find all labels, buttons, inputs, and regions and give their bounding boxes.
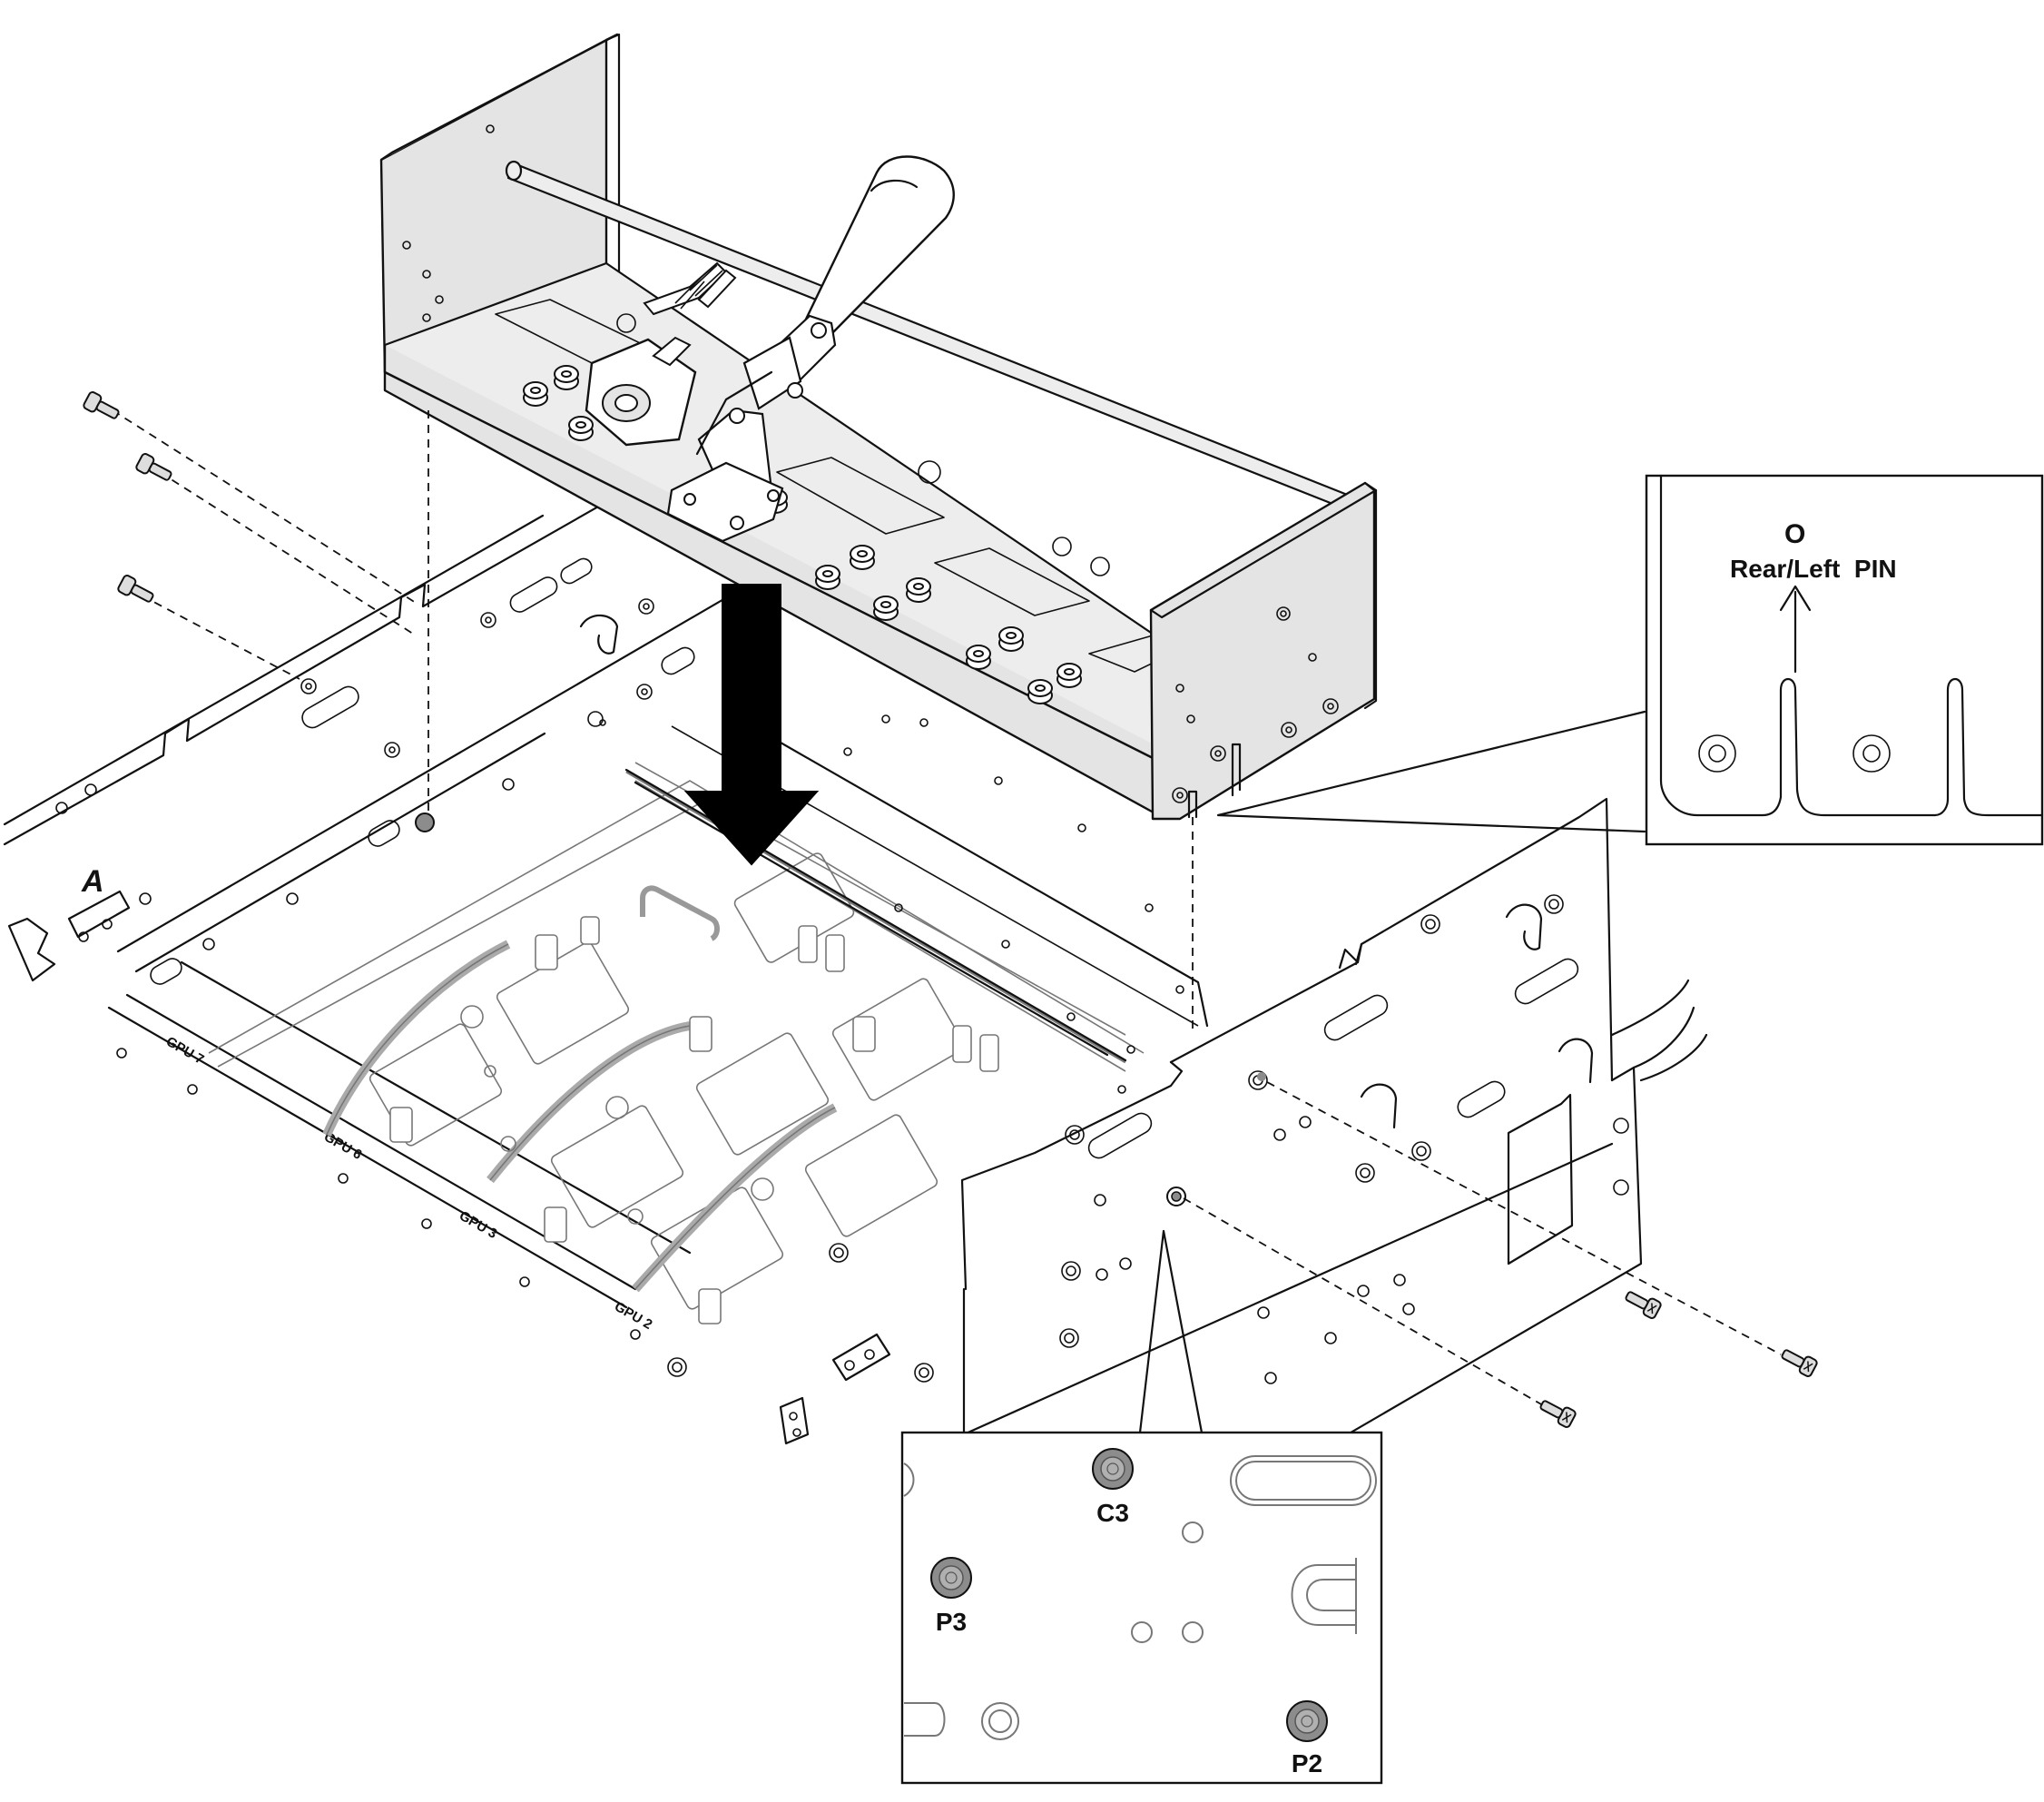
- toggle-clamp-icon: [585, 155, 955, 543]
- screws: [83, 391, 1818, 1428]
- chassis-left-wall: [3, 389, 801, 985]
- hook-slot: [1505, 903, 1543, 950]
- gpu-label-2: GPU 2: [612, 1299, 654, 1333]
- hook-slot: [1558, 1038, 1594, 1084]
- callout-rear-left-pin: O Rear/Left PIN: [1216, 474, 2044, 846]
- chassis-right-wall: [667, 797, 1708, 1518]
- pin-p3: P3: [930, 1557, 972, 1636]
- standoff: [998, 626, 1024, 652]
- standoff: [966, 645, 991, 670]
- hook-slot: [579, 614, 619, 655]
- screw-icon: [83, 391, 120, 419]
- rear-left-pin-label: Rear/Left PIN: [1730, 555, 1897, 583]
- gpu-label-3: GPU 3: [457, 1208, 499, 1242]
- pin-marker: O: [1784, 519, 1805, 549]
- screw-icon: [135, 453, 172, 481]
- standoff: [850, 545, 875, 570]
- standoff: [1056, 663, 1082, 688]
- pin-p2: P2: [1286, 1700, 1328, 1777]
- chassis-front-bar: GPU 7 GPU 6 GPU 3 GPU 2: [107, 960, 692, 1340]
- standoff: [873, 596, 899, 621]
- pin-c3: C3: [1092, 1448, 1134, 1527]
- screw-icon: [1781, 1349, 1818, 1377]
- screw-icon: [117, 575, 154, 603]
- callout-pin-locations: C3 P3 P2: [900, 1229, 1383, 1785]
- standoff: [568, 416, 594, 441]
- chassis-front-left: A: [7, 864, 131, 982]
- standoff: [906, 577, 931, 603]
- gpu-label-7: GPU 7: [163, 1034, 206, 1068]
- alignment-fixture: [379, 33, 1378, 821]
- clamp-handle: [799, 155, 955, 336]
- standoff: [523, 381, 548, 407]
- screw-icon: [1625, 1291, 1662, 1319]
- alignment-lines: [112, 409, 1782, 1406]
- pin-label-p2: P2: [1292, 1749, 1322, 1777]
- fixture-right-plate: [1149, 481, 1376, 821]
- pin-label-c3: C3: [1096, 1499, 1129, 1527]
- hook-slot: [1360, 1083, 1398, 1129]
- guide-pin-icon: [415, 812, 435, 832]
- standoff: [554, 365, 579, 390]
- chassis: A GPU 7 GPU 6 GPU 3 GPU 2: [3, 389, 1708, 1518]
- pin-label-p3: P3: [936, 1608, 967, 1636]
- down-arrow-icon: [683, 584, 820, 866]
- slot-letter: A: [81, 864, 104, 899]
- chassis-interior: [208, 762, 1145, 1324]
- standoff: [815, 565, 840, 590]
- standoff: [1027, 679, 1053, 704]
- screw-icon: [1539, 1400, 1577, 1428]
